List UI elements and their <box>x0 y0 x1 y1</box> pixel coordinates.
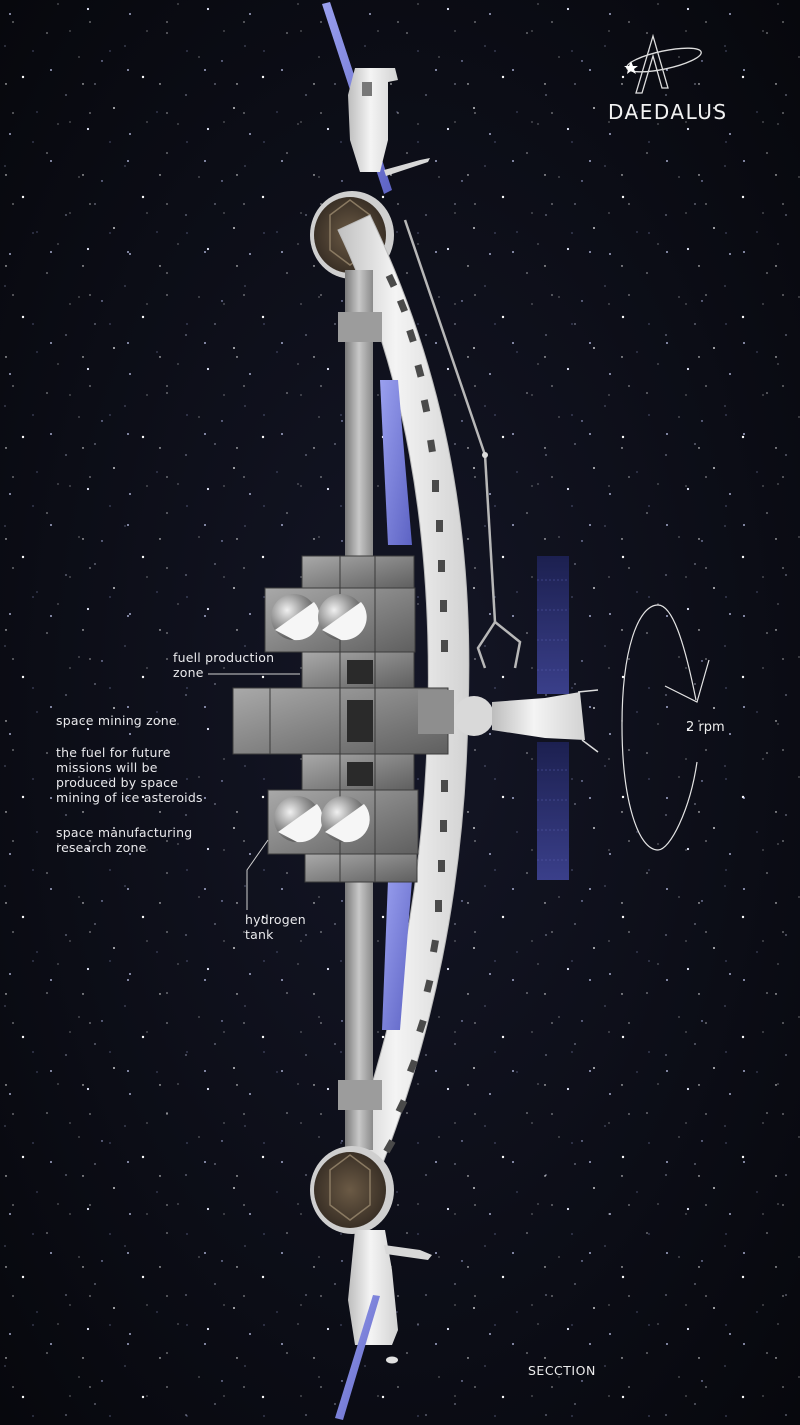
label-fuel-description: the fuel for future missions will be pro… <box>56 745 203 805</box>
spoke-collar-bottom <box>338 1080 382 1110</box>
hydrogen-tanks-lower <box>274 796 370 843</box>
docked-spacecraft <box>418 689 599 753</box>
view-caption: SECCTION <box>528 1363 596 1378</box>
rotation-speed: 2 rpm <box>686 720 725 735</box>
label-space-mining-zone: space mining zone <box>56 713 177 728</box>
label-hydrogen-tank: hydrogen tank <box>245 912 306 942</box>
side-solar-panel-upper <box>537 556 569 694</box>
brand-name: DAEDALUS <box>608 100 728 124</box>
hydrogen-leader-line <box>246 839 269 910</box>
rotation-arrow-icon <box>621 604 710 851</box>
bottom-solar-panel <box>335 1295 380 1420</box>
side-solar-panel-lower <box>537 742 569 880</box>
spoke-collar-top <box>338 312 382 342</box>
lower-spine-solar-panel <box>382 880 412 1030</box>
daedalus-logo-icon <box>624 33 702 94</box>
hydrogen-tanks-upper <box>271 594 367 641</box>
upper-spine-solar-panel <box>380 380 412 545</box>
arm-joint <box>482 452 488 458</box>
label-manufacturing-zone: space manufacturing research zone <box>56 825 193 855</box>
robotic-arm <box>403 219 522 669</box>
bottom-hub <box>310 1146 394 1234</box>
top-docking-module <box>348 68 430 176</box>
bottom-docking-module <box>348 1230 432 1364</box>
ring-windows <box>383 273 448 1154</box>
label-fuel-production-zone: fuell production zone <box>173 650 275 680</box>
